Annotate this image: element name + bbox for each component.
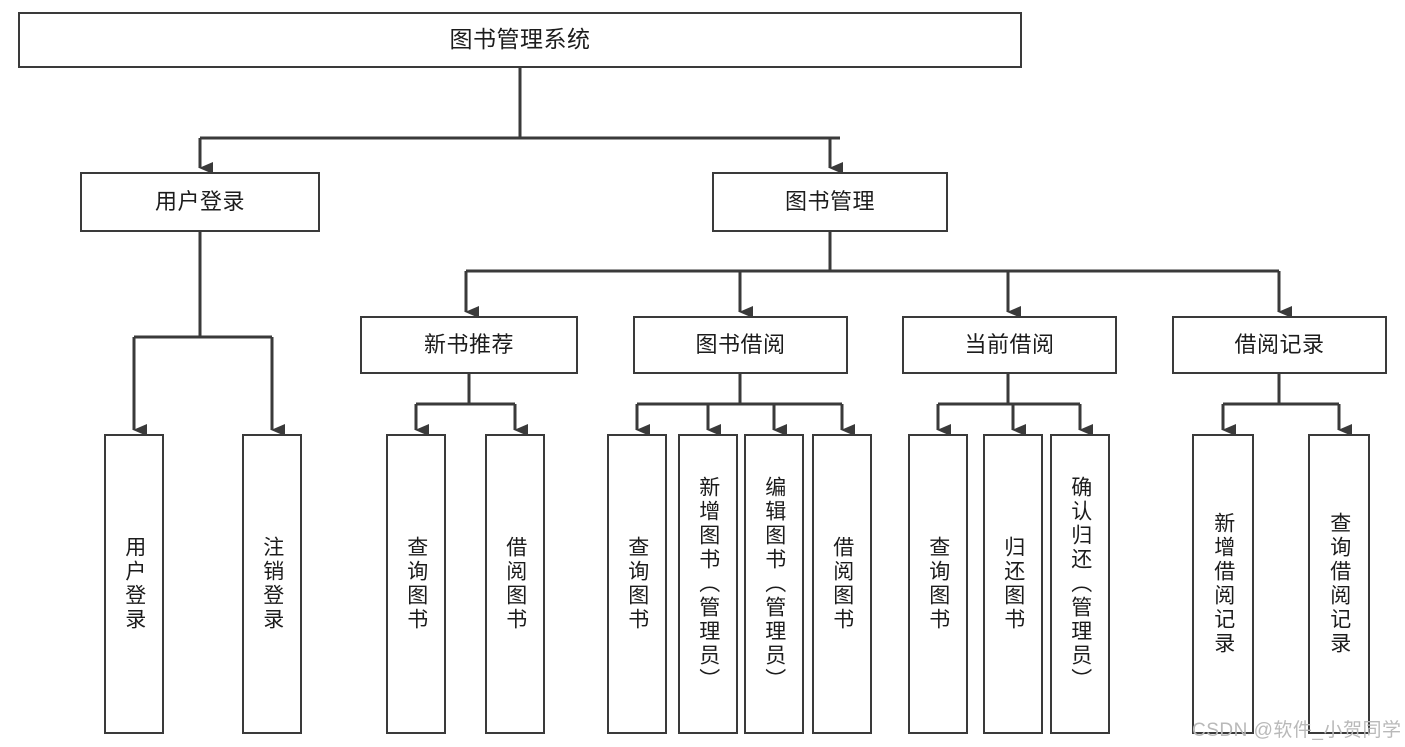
watermark: CSDN @软件_小贺同学 bbox=[1192, 720, 1402, 741]
node-leaf-logout[interactable]: 注销登录 bbox=[242, 434, 302, 734]
node-leaf-query-book-2[interactable]: 查询图书 bbox=[607, 434, 667, 734]
node-borrow-record-label: 借阅记录 bbox=[1234, 332, 1325, 358]
node-user-login[interactable]: 用户登录 bbox=[80, 172, 320, 232]
node-leaf-confirm-return[interactable]: 确认归还（管理员） bbox=[1050, 434, 1110, 734]
node-leaf-query-book-2-label: 查询图书 bbox=[625, 536, 649, 632]
node-leaf-return-book-label: 归还图书 bbox=[1001, 536, 1025, 632]
node-leaf-query-record-label: 查询借阅记录 bbox=[1327, 512, 1351, 656]
node-new-book-recommend[interactable]: 新书推荐 bbox=[360, 316, 578, 374]
node-leaf-add-record-label: 新增借阅记录 bbox=[1211, 512, 1235, 656]
node-leaf-query-book-3-label: 查询图书 bbox=[926, 536, 950, 632]
node-leaf-query-book-1-label: 查询图书 bbox=[404, 536, 428, 632]
node-leaf-query-book-3[interactable]: 查询图书 bbox=[908, 434, 968, 734]
node-book-manage[interactable]: 图书管理 bbox=[712, 172, 948, 232]
node-leaf-borrow-book-2[interactable]: 借阅图书 bbox=[812, 434, 872, 734]
node-new-book-recommend-label: 新书推荐 bbox=[423, 332, 514, 358]
node-root-label: 图书管理系统 bbox=[449, 26, 591, 53]
node-leaf-borrow-book-1-label: 借阅图书 bbox=[503, 536, 527, 632]
node-leaf-add-book-label: 新增图书（管理员） bbox=[696, 476, 720, 692]
node-leaf-logout-label: 注销登录 bbox=[260, 536, 284, 632]
node-leaf-edit-book-label: 编辑图书（管理员） bbox=[762, 476, 786, 692]
node-leaf-borrow-book-1[interactable]: 借阅图书 bbox=[485, 434, 545, 734]
node-leaf-user-login[interactable]: 用户登录 bbox=[104, 434, 164, 734]
node-leaf-add-record[interactable]: 新增借阅记录 bbox=[1192, 434, 1254, 734]
node-book-manage-label: 图书管理 bbox=[784, 189, 875, 215]
node-current-borrow-label: 当前借阅 bbox=[964, 332, 1055, 358]
node-book-borrow-label: 图书借阅 bbox=[695, 332, 786, 358]
node-leaf-confirm-return-label: 确认归还（管理员） bbox=[1068, 476, 1092, 692]
node-leaf-user-login-label: 用户登录 bbox=[122, 536, 146, 632]
node-leaf-edit-book[interactable]: 编辑图书（管理员） bbox=[744, 434, 804, 734]
node-leaf-add-book[interactable]: 新增图书（管理员） bbox=[678, 434, 738, 734]
node-leaf-return-book[interactable]: 归还图书 bbox=[983, 434, 1043, 734]
node-leaf-borrow-book-2-label: 借阅图书 bbox=[830, 536, 854, 632]
node-leaf-query-book-1[interactable]: 查询图书 bbox=[386, 434, 446, 734]
node-current-borrow[interactable]: 当前借阅 bbox=[902, 316, 1117, 374]
node-borrow-record[interactable]: 借阅记录 bbox=[1172, 316, 1387, 374]
node-leaf-query-record[interactable]: 查询借阅记录 bbox=[1308, 434, 1370, 734]
node-root[interactable]: 图书管理系统 bbox=[18, 12, 1022, 68]
node-book-borrow[interactable]: 图书借阅 bbox=[633, 316, 848, 374]
node-user-login-label: 用户登录 bbox=[154, 189, 245, 215]
